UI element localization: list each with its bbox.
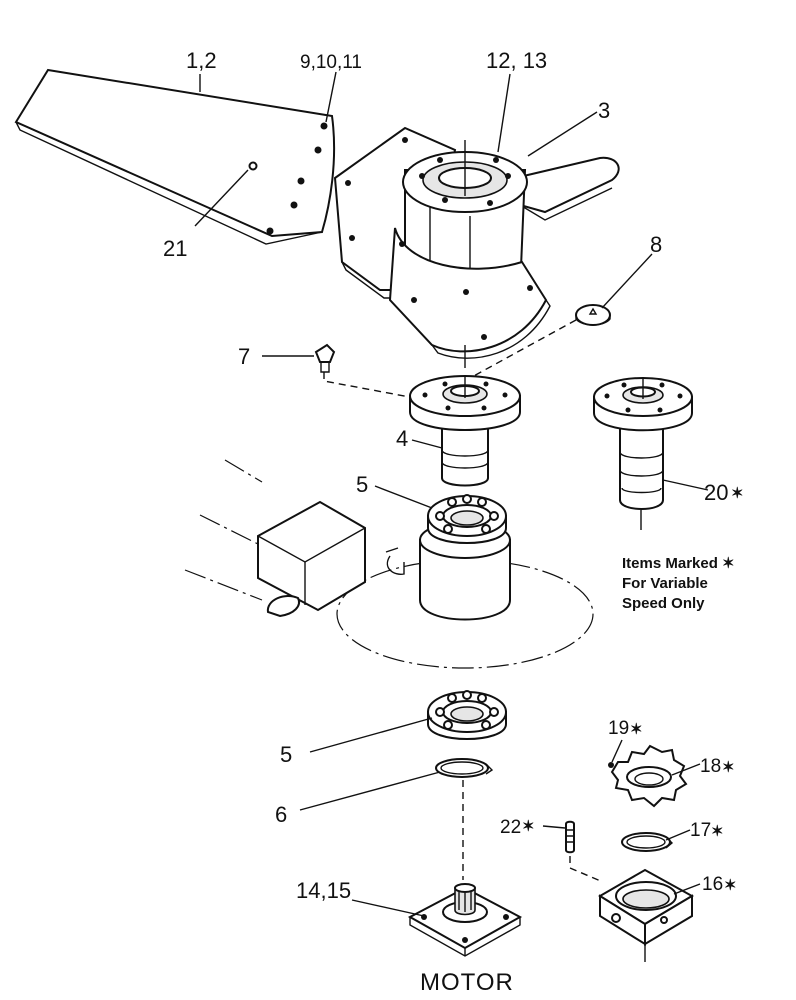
leader-bearing-upper <box>374 485 433 509</box>
label-circlip: 6 <box>275 802 287 827</box>
leader-circlip-variable <box>665 829 691 841</box>
label-blade-screws: 9,10,11 <box>300 52 362 73</box>
note-line-2: For Variable <box>622 575 708 592</box>
assembly-line-pin <box>569 856 604 883</box>
assembly-line-screw <box>323 372 416 399</box>
gear <box>610 744 688 808</box>
label-pin: 22 ✶ <box>500 817 535 838</box>
plug <box>575 304 611 326</box>
label-shaft-variable-number: 20 <box>704 480 728 505</box>
marker-gear: ✶ <box>722 759 735 776</box>
leader-plug <box>601 253 653 309</box>
label-housing-number: 16 <box>702 874 723 895</box>
pin <box>565 820 575 854</box>
leader-shaft <box>411 439 443 449</box>
leader-blade-hole <box>194 169 249 227</box>
label-gear-number: 18 <box>700 756 721 777</box>
label-key-pin: 19 ✶ <box>608 718 643 739</box>
label-circlip-variable-number: 17 <box>690 820 711 841</box>
marker-housing: ✶ <box>724 877 737 894</box>
circlip-variable <box>621 832 674 852</box>
note-line-1: Items Marked ✶ <box>622 555 735 572</box>
leader-motor-screws <box>351 899 425 917</box>
leader-hub <box>527 111 598 157</box>
housing <box>598 868 695 962</box>
marker-circlip-variable: ✶ <box>711 823 724 840</box>
variable-speed-note: Items Marked ✶ For Variable Speed Only <box>622 555 735 612</box>
leader-gear <box>671 763 701 776</box>
shaft-variable <box>593 377 693 530</box>
marker-shaft-variable: ✶ <box>731 485 744 502</box>
label-gear: 18 ✶ <box>700 756 735 777</box>
leader-pin <box>542 825 566 829</box>
marker-key-pin: ✶ <box>630 721 643 738</box>
label-housing: 16 ✶ <box>702 874 737 895</box>
hub-assembly <box>333 126 620 368</box>
label-shaft-variable: 20 ✶ <box>704 480 744 505</box>
fan-mount-phantom <box>184 459 594 669</box>
label-blade: 1,2 <box>186 48 217 73</box>
label-motor-screws: 14,15 <box>296 878 351 903</box>
bearing-upper <box>427 494 507 544</box>
label-bearing-upper: 5 <box>356 472 368 497</box>
leader-housing <box>673 883 701 895</box>
screw <box>314 343 336 373</box>
label-hub: 3 <box>598 98 610 123</box>
leader-circlip <box>299 771 441 811</box>
leader-shaft-variable <box>662 479 709 491</box>
label-bearing-lower: 5 <box>280 742 292 767</box>
label-blade-hole: 21 <box>163 236 187 261</box>
motor <box>407 883 523 957</box>
label-pin-number: 22 <box>500 817 521 838</box>
label-hub-screws: 12, 13 <box>486 48 547 73</box>
label-screw: 7 <box>238 344 250 369</box>
leader-key-pin <box>611 739 623 763</box>
label-circlip-variable: 17 ✶ <box>690 820 724 841</box>
leader-blade-screws <box>325 71 337 123</box>
motor-label: MOTOR <box>420 969 514 996</box>
label-shaft: 4 <box>396 426 408 451</box>
label-key-pin-number: 19 <box>608 718 629 739</box>
bearing-lower <box>427 690 507 740</box>
key-pin <box>608 762 614 768</box>
label-plug: 8 <box>650 232 662 257</box>
shaft <box>409 375 521 487</box>
leader-bearing-lower <box>309 717 433 753</box>
assembly-line-plug <box>469 319 577 379</box>
note-line-3: Speed Only <box>622 595 705 612</box>
marker-pin: ✶ <box>522 818 535 835</box>
leader-hub-screws <box>497 73 511 153</box>
circlip <box>435 758 494 778</box>
blade <box>14 68 336 245</box>
